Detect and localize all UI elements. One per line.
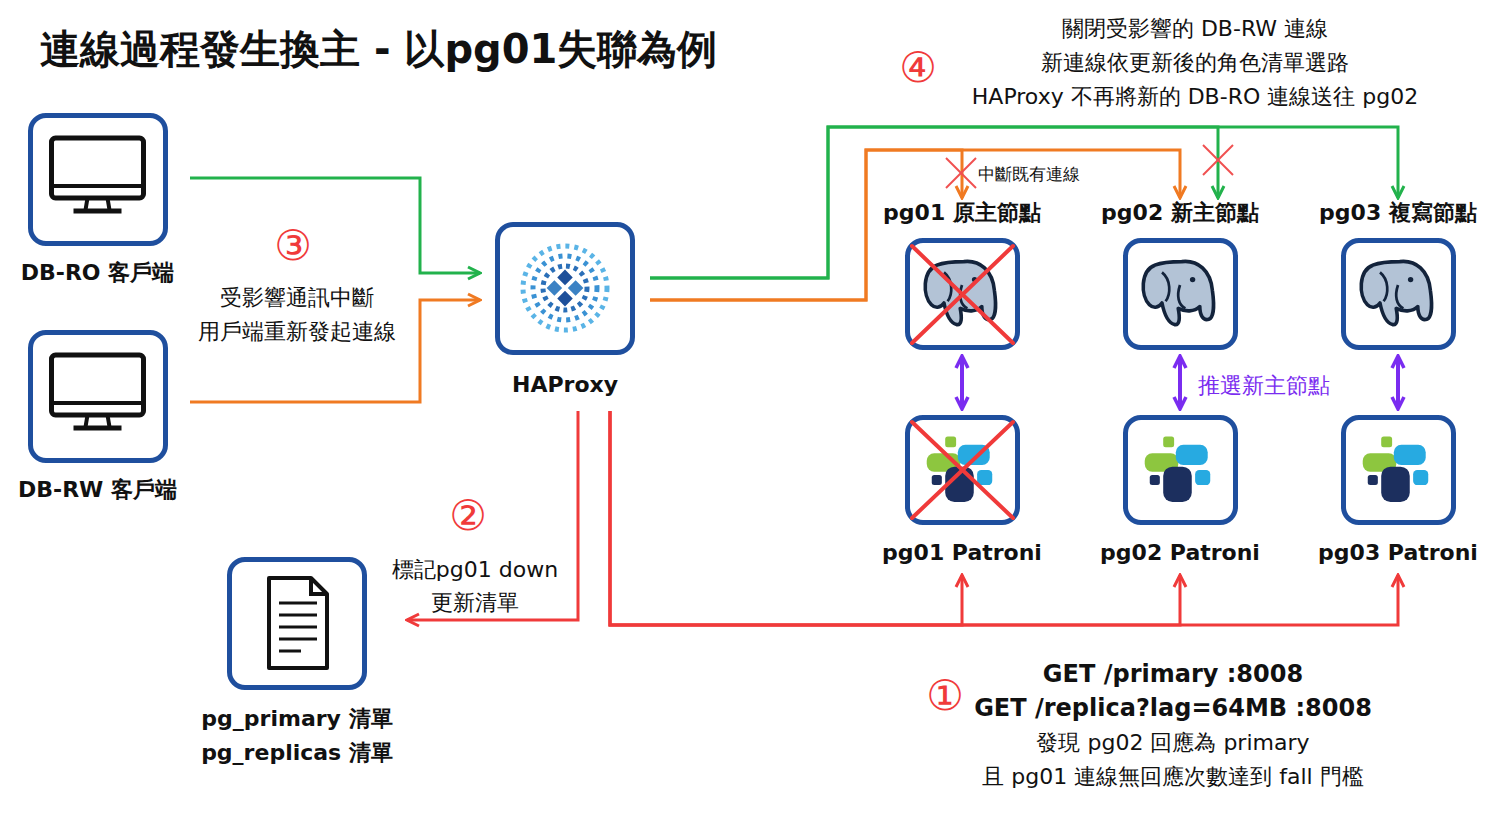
edge-label: 中斷既有連線 xyxy=(978,161,1118,187)
note-text: 受影響通訊中斷 用戶端重新發起連線 xyxy=(177,281,417,349)
node-label: pg_replicas 清單 xyxy=(187,736,407,770)
connector-arrow xyxy=(610,411,1398,625)
node-frame xyxy=(1341,238,1456,350)
node-frame xyxy=(227,557,367,690)
proxy-box: HAProxy xyxy=(480,222,650,403)
connector-arrow xyxy=(1178,356,1182,409)
node-label: HAProxy xyxy=(480,355,650,403)
node-label: pg_primary 清單 xyxy=(187,690,407,736)
node-frame xyxy=(1123,415,1238,525)
note-text: HAProxy 不再將新的 DB-RO 連線送往 pg02 xyxy=(925,82,1465,111)
database-box: pg02 新主節點 xyxy=(1090,198,1270,350)
node-label: pg03 複寫節點 xyxy=(1308,198,1488,238)
node-label: pg02 Patroni xyxy=(1090,525,1270,569)
note-text: 發現 pg02 回應為 primary xyxy=(943,728,1403,757)
note-text: GET /primary :8008 xyxy=(943,659,1403,690)
diagram-title: 連線過程發生換主 - 以pg01失聯為例 xyxy=(40,22,717,77)
node-frame xyxy=(1341,415,1456,525)
cut-mark xyxy=(946,145,1233,188)
patroni-box: pg03 Patroni xyxy=(1308,415,1488,569)
callout-number: ④ xyxy=(883,40,953,95)
database-box: pg03 複寫節點 xyxy=(1308,198,1488,350)
note-text: 新連線依更新後的角色清單選路 xyxy=(925,48,1465,77)
callout-number: ② xyxy=(433,488,503,543)
edge-label: 標記pg01 down 更新清單 xyxy=(380,553,570,619)
connector-arrow xyxy=(1396,356,1400,409)
callout-number: ③ xyxy=(258,218,328,273)
node-frame xyxy=(28,113,168,246)
node-label: pg03 Patroni xyxy=(1308,525,1488,569)
note-text: GET /replica?lag=64MB :8008 xyxy=(943,693,1403,724)
node-frame xyxy=(905,415,1020,525)
client-box: DB-RW 客戶端 xyxy=(5,330,190,507)
edge-label: 推選新主節點 xyxy=(1198,369,1368,402)
callout-number: ① xyxy=(910,668,980,723)
note-text: 關閉受影響的 DB-RW 連線 xyxy=(925,14,1465,43)
node-frame xyxy=(905,238,1020,350)
connector-arrow xyxy=(610,411,1180,625)
patroni-box: pg01 Patroni xyxy=(872,415,1052,569)
note-text: 且 pg01 連線無回應次數達到 fall 門檻 xyxy=(943,762,1403,791)
client-box: DB-RO 客戶端 xyxy=(5,113,190,290)
connector-arrow xyxy=(190,178,480,273)
node-label: pg01 Patroni xyxy=(872,525,1052,569)
node-label: DB-RW 客戶端 xyxy=(5,463,190,507)
patroni-box: pg02 Patroni xyxy=(1090,415,1270,569)
database-box: pg01 原主節點 xyxy=(872,198,1052,350)
connector-arrow xyxy=(407,411,578,620)
connector-arrow xyxy=(960,356,964,409)
list-box: pg_primary 清單pg_replicas 清單 xyxy=(187,557,407,770)
node-frame xyxy=(28,330,168,463)
node-label: pg02 新主節點 xyxy=(1090,198,1270,238)
node-frame xyxy=(1123,238,1238,350)
node-label: pg01 原主節點 xyxy=(872,198,1052,238)
connector-arrow xyxy=(650,127,1398,278)
node-label: DB-RO 客戶端 xyxy=(5,246,190,290)
node-frame xyxy=(495,222,635,355)
connector-arrow xyxy=(190,300,480,402)
